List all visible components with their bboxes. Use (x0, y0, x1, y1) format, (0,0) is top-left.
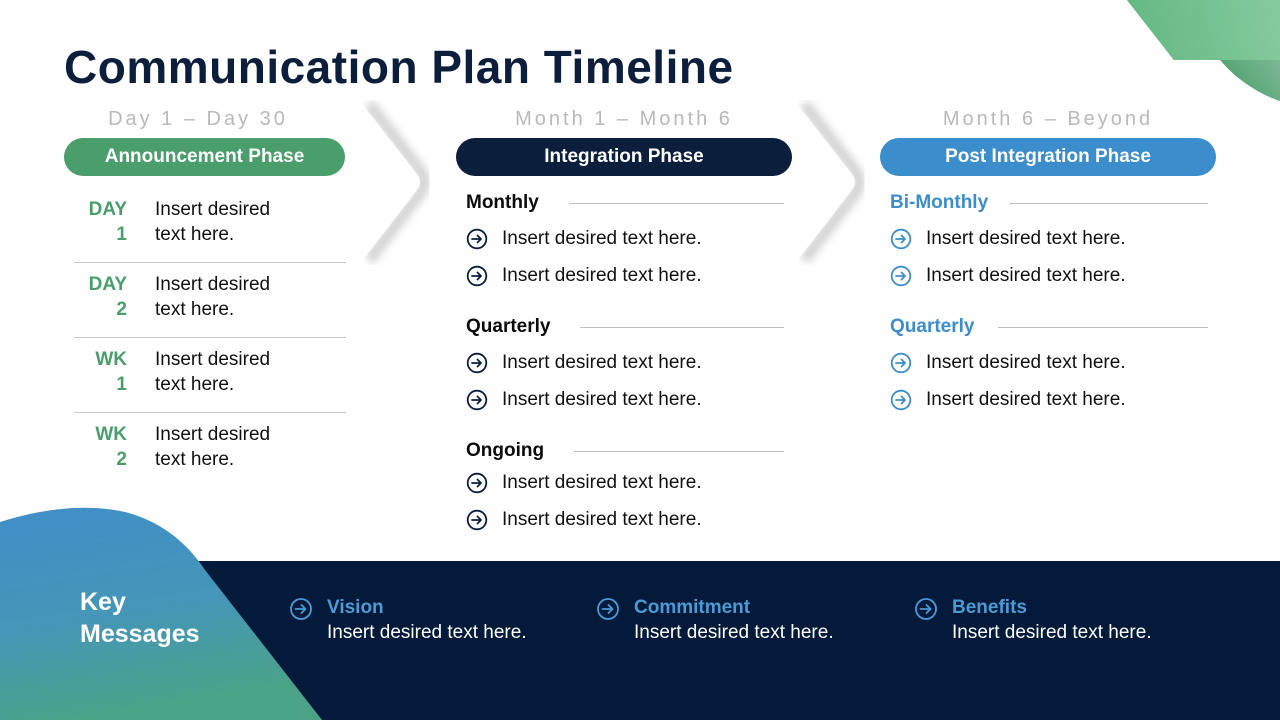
phase-range-integration: Month 1 – Month 6 (515, 108, 733, 130)
arrow-circle-right-icon (890, 265, 912, 286)
key-message-benefits: Benefits Insert desired text here. (914, 596, 1152, 646)
page-title: Communication Plan Timeline (64, 41, 734, 93)
divider (568, 202, 784, 204)
arrow-circle-right-icon (466, 389, 488, 410)
key-message-vision: Vision Insert desired text here. (289, 596, 527, 646)
bullet-item: Insert desired text here. (466, 220, 784, 257)
arrow-circle-right-icon (890, 352, 912, 373)
group-ongoing: Ongoing Insert desired text here. Insert… (466, 438, 784, 538)
bullet-item: Insert desired text here. (890, 257, 1208, 294)
group-title: Monthly (466, 192, 539, 213)
bullet-item: Insert desired text here. (466, 464, 784, 501)
bullet-item: Insert desired text here. (890, 344, 1208, 381)
group-title: Quarterly (890, 316, 975, 337)
phase-pill-announcement: Announcement Phase (64, 138, 345, 176)
phase-pill-integration: Integration Phase (456, 138, 792, 176)
arrow-circle-right-icon (466, 352, 488, 373)
phase-pill-post-integration: Post Integration Phase (880, 138, 1216, 176)
arrow-circle-right-icon (915, 598, 937, 620)
group-bi-monthly: Bi-Monthly Insert desired text here. Ins… (890, 190, 1208, 294)
arrow-circle-right-icon (466, 228, 488, 249)
group-title: Bi-Monthly (890, 192, 989, 213)
arrow-circle-right-icon (466, 265, 488, 286)
arrow-circle-right-icon (890, 228, 912, 249)
group-quarterly: Quarterly Insert desired text here. Inse… (466, 314, 784, 418)
phase-range-post-integration: Month 6 – Beyond (942, 108, 1154, 130)
group-title: Ongoing (466, 440, 545, 461)
divider (580, 326, 784, 328)
chevron-arrow-icon (355, 100, 435, 265)
bullet-item: Insert desired text here. (466, 257, 784, 294)
bullet-item: Insert desired text here. (890, 220, 1208, 257)
bullet-item: Insert desired text here. (890, 381, 1208, 418)
arrow-circle-right-icon (466, 472, 488, 493)
bullet-item: Insert desired text here. (466, 381, 784, 418)
divider (998, 326, 1208, 328)
divider (574, 450, 784, 452)
group-title: Quarterly (466, 316, 551, 337)
phase-range-announcement: Day 1 – Day 30 (108, 108, 288, 130)
group-monthly: Monthly Insert desired text here. Insert… (466, 190, 784, 294)
corner-decoration-green (1080, 0, 1280, 60)
key-messages-title: Key Messages (80, 588, 200, 648)
key-message-commitment: Commitment Insert desired text here. (596, 596, 834, 646)
chevron-arrow-icon (790, 100, 870, 265)
arrow-circle-right-icon (466, 509, 488, 530)
bullet-item: Insert desired text here. (466, 501, 784, 538)
group-quarterly-post: Quarterly Insert desired text here. Inse… (890, 314, 1208, 418)
arrow-circle-right-icon (597, 598, 619, 620)
arrow-circle-right-icon (890, 389, 912, 410)
arrow-circle-right-icon (290, 598, 312, 620)
bullet-item: Insert desired text here. (466, 344, 784, 381)
key-messages-wave-shape (0, 507, 322, 720)
divider (1010, 202, 1208, 204)
